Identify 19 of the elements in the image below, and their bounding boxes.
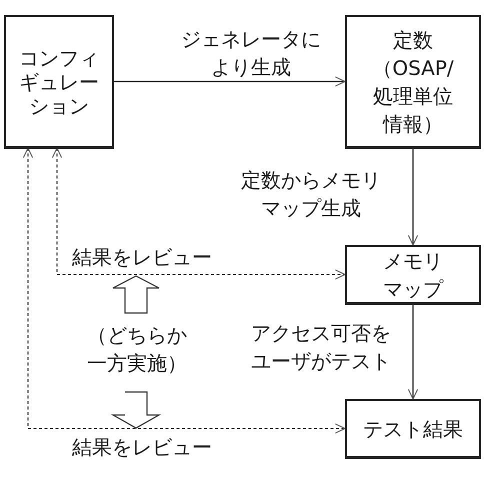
edge-label: ジェネレータにより生成	[180, 26, 322, 81]
dashed-arrow	[52, 148, 346, 280]
dashed-arrow	[22, 148, 346, 434]
arrow	[114, 76, 346, 87]
process-box	[345, 399, 481, 458]
process-box	[345, 245, 481, 304]
box-label: メモリマップ	[382, 248, 444, 302]
box-label: テスト結果	[362, 416, 464, 442]
process-box	[345, 15, 481, 148]
edge-label: アクセス可否をユーザがテスト	[250, 320, 392, 375]
process-box	[4, 15, 114, 148]
edge-label: 定数からメモリマップ生成	[240, 167, 382, 222]
box-label: 定数（OSAP/処理単位情報）	[371, 26, 455, 138]
note-text: （どちらか一方実施）	[86, 322, 188, 377]
arrow	[408, 148, 418, 246]
edge-label: 結果をレビュー	[72, 434, 213, 461]
edge-label: 結果をレビュー	[72, 244, 213, 271]
box-label: コンフィギュレーション	[18, 46, 100, 118]
arrow	[408, 304, 418, 400]
